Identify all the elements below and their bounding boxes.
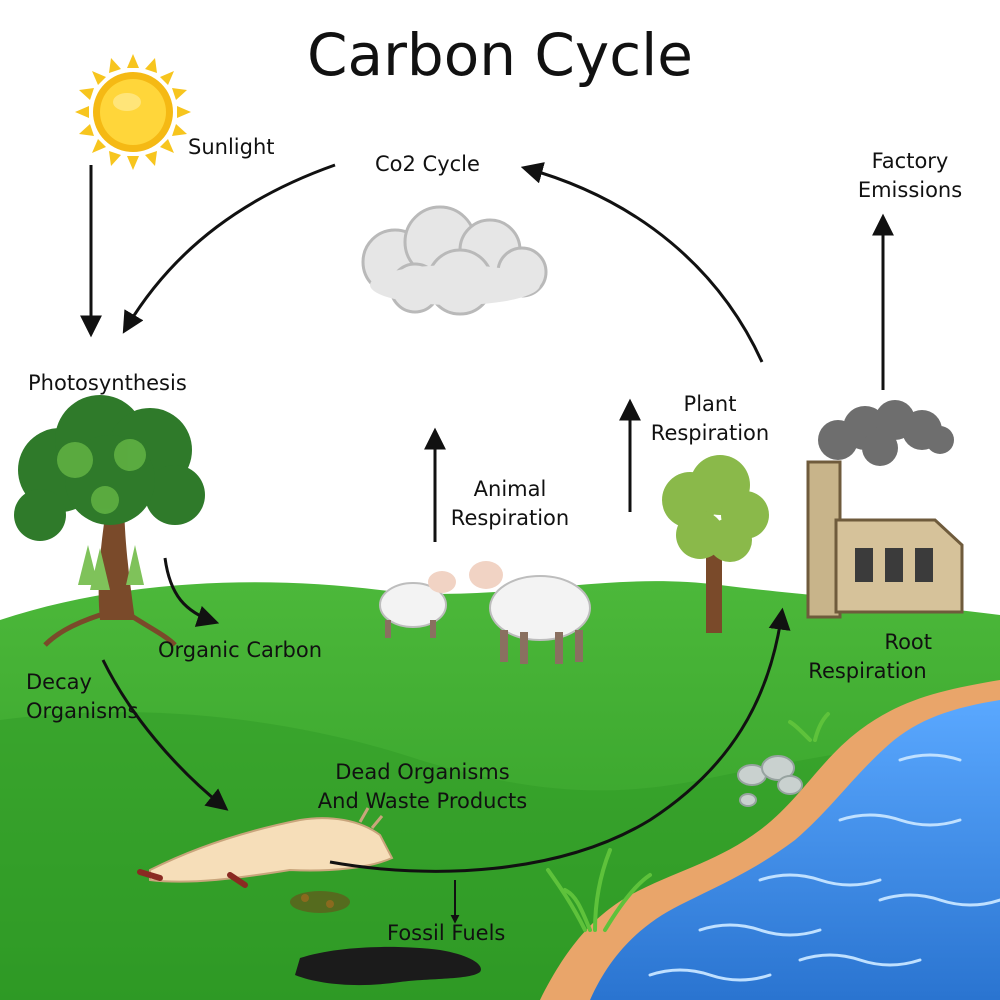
label-root-respiration: Root Respiration [795,628,940,686]
label-co2-cycle: Co2 Cycle [375,152,480,176]
decay-matter-icon [290,891,350,913]
label-fossil-fuels: Fossil Fuels [387,921,506,945]
dead-cow-icon [137,807,394,888]
label-dead-organisms: Dead Organisms And Waste Products [290,758,555,816]
tree-large-icon [14,395,205,647]
tree-small-icon [662,455,769,633]
label-sunlight: Sunlight [188,135,275,159]
label-plant-respiration: Plant Respiration [640,390,780,448]
label-factory-emissions-line1: Factory [871,149,949,173]
small-pine-trees-icon [78,545,144,590]
label-animal-respiration: Animal Respiration [440,475,580,533]
rocks-icon [737,755,803,807]
arrow-tree-to-organic-carbon [163,557,220,627]
label-photosynthesis: Photosynthesis [28,371,187,395]
label-factory-emissions: Factory Emissions [850,147,970,205]
label-plant-respiration-line1: Plant [683,392,737,416]
water [590,700,1000,1000]
label-root-respiration-line1: Root [884,630,932,654]
water-ripples [648,753,1000,982]
label-plant-respiration-line2: Respiration [650,421,770,445]
arrows [80,162,894,924]
arrow-plant-respiration-to-co2 [520,162,764,363]
arrow-co2-to-photosynthesis [122,163,336,334]
cloud-icon [361,205,548,316]
label-decay-organisms-line1: Decay [26,670,92,694]
page-title: Carbon Cycle [307,21,693,89]
arrow-dead-to-root-respiration [329,607,791,873]
label-animal-respiration-line2: Respiration [450,506,570,530]
label-organic-carbon: Organic Carbon [158,638,323,662]
label-animal-respiration-line1: Animal [473,477,547,501]
label-dead-organisms-line1: Dead Organisms [335,760,510,784]
label-root-respiration-line2: Respiration [808,659,927,683]
fossil-fuel-deposit [295,946,481,986]
sun-icon [75,54,191,170]
sheep-large-icon [469,561,591,664]
grass-tuft-icon [546,712,830,932]
label-decay-organisms-line2: Organisms [26,699,139,723]
sheep-small-icon [379,571,456,638]
smoke-icon [818,400,954,466]
label-factory-emissions-line2: Emissions [857,178,963,202]
label-decay-organisms: Decay Organisms [26,668,138,726]
arrow-decay-to-dead-organisms [101,659,229,811]
label-dead-organisms-line2: And Waste Products [317,789,528,813]
factory-icon [806,460,964,619]
